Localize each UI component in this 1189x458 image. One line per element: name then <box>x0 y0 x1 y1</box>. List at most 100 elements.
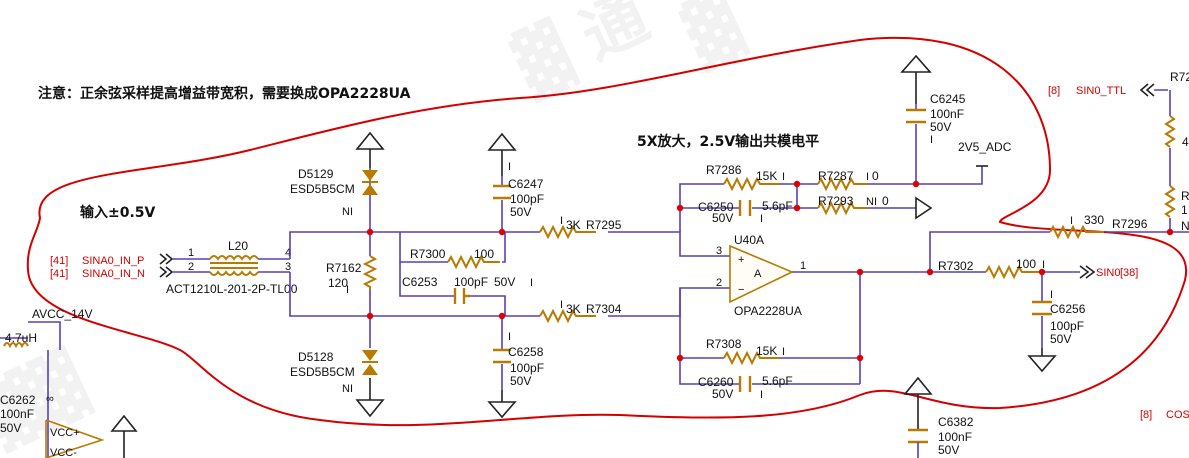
wire-in-p <box>289 231 370 317</box>
d5128-value: ESD5B5CM <box>290 365 355 379</box>
r7162-ref: R7162 <box>326 261 362 275</box>
net-ref-sin0-ttl: [8] <box>1048 85 1060 97</box>
c6245-ground-icon <box>900 54 932 104</box>
net-ref-in-n: [41] <box>50 268 68 280</box>
d5129-diode-icon <box>362 170 378 195</box>
r-right-b-opt: N <box>1181 219 1189 233</box>
net-label-sin0: SIN0 <box>1096 267 1120 279</box>
r7295-ref: R7295 <box>586 218 622 232</box>
note-gain: 5X放大，2.5V输出共模电平 <box>637 133 819 150</box>
watermark: ▓ 通 ▓ ▓▓ <box>0 0 752 455</box>
l20-choke <box>172 255 290 276</box>
c6260-voltage: 50V <box>712 387 733 401</box>
c6256-ref: C6256 <box>1050 302 1086 316</box>
c6258-capacitor-icon <box>493 348 511 364</box>
l20-part: ACT1210L-201-2P-TL00 <box>166 282 298 296</box>
net-label-sin0-ttl: SIN0_TTL <box>1076 85 1126 97</box>
r7308-value: 15K <box>756 344 777 358</box>
u40a-pin-plus-sign: + <box>738 254 744 266</box>
net-label-sina0-in-p: SINA0_IN_P <box>82 255 144 267</box>
note-input-range: 输入±0.5V <box>80 204 156 221</box>
r7162-resistor-icon <box>362 255 378 290</box>
u40a-pin-minus-sign: − <box>738 284 744 296</box>
r7304-value: 3K <box>566 302 581 316</box>
net-ref-in-p: [41] <box>50 255 68 267</box>
note-opamp-replace: 注意：正余弦采样提高增益带宽积，需要换成OPA2228UA <box>38 85 411 102</box>
r7295-opt: I <box>560 215 563 227</box>
c6262-value: 100nF <box>0 407 34 421</box>
c6258-opt: I <box>508 331 511 343</box>
svg-text:▓ 通: ▓ 通 <box>505 0 660 105</box>
c6247-voltage: 50V <box>510 205 531 219</box>
c6247-ground-icon <box>487 132 517 176</box>
r7293-opt: NI <box>866 196 877 208</box>
c6245-ref: C6245 <box>930 92 966 106</box>
c6256-capacitor-icon <box>1032 300 1052 316</box>
c6258-value: 100pF <box>510 361 544 375</box>
c6253-opt: I <box>530 277 533 289</box>
sin0-arrow-icon <box>1079 265 1096 279</box>
u-left-opamp-icon <box>45 419 105 458</box>
d5129-ref: D5129 <box>298 167 334 181</box>
net-label-2v5-adc: 2V5_ADC <box>958 140 1012 154</box>
u40a-opamp-icon <box>729 244 794 304</box>
r7162-value: 120 <box>328 276 348 290</box>
c6250-ref: C6250 <box>698 200 734 214</box>
r7293-port-icon <box>915 196 933 220</box>
r7295-resistor-icon <box>539 224 596 240</box>
c6262-opt: ∞ <box>46 393 54 405</box>
c6256-opt: I <box>1050 289 1053 301</box>
r7287-resistor-icon <box>817 176 868 192</box>
net-label-avcc: AVCC_14V <box>32 307 92 321</box>
c6262-voltage: 50V <box>0 421 21 435</box>
r7300-resistor-icon <box>447 254 500 270</box>
r7296-opt: I <box>1070 215 1073 227</box>
c6382-ground-icon <box>903 376 933 430</box>
junction-dots <box>366 180 1174 362</box>
r7287-opt: I <box>866 171 869 183</box>
c6253-voltage: 50V <box>494 275 515 289</box>
l20-ref: L20 <box>228 239 248 253</box>
c6253-ref: C6253 <box>402 275 438 289</box>
c6382-ref: C6382 <box>938 415 974 429</box>
l-avcc-value: 4.7uH <box>5 331 37 345</box>
c6382-capacitor-icon <box>908 428 928 444</box>
r7286-value: 15K <box>756 169 777 183</box>
c6256-voltage: 50V <box>1050 332 1071 346</box>
u40a-ref: U40A <box>734 233 764 247</box>
d5129-opt: NI <box>342 206 353 218</box>
u40a-pin3: 3 <box>716 245 722 257</box>
r-right-a-value: 4 <box>1182 135 1189 149</box>
svg-text:▓: ▓ <box>675 0 752 75</box>
r7293-ref: R7293 <box>818 194 854 208</box>
r7296-ref: R7296 <box>1112 217 1148 231</box>
c6382-voltage: 50V <box>938 443 959 457</box>
c6256-value: 100pF <box>1050 319 1084 333</box>
c6258-ground-icon <box>487 390 517 419</box>
r7304-ref: R7304 <box>586 302 622 316</box>
input-connector-icon <box>159 253 174 278</box>
r7286-ref: R7286 <box>706 163 742 177</box>
r-right-a-resistor-icon <box>1164 115 1176 148</box>
u40a-pin2: 2 <box>716 277 722 289</box>
l-avcc-inductor-icon <box>3 342 29 349</box>
r7286-opt: I <box>782 171 785 183</box>
c6256-ground-icon <box>1027 348 1057 373</box>
r7162-opt: I <box>346 284 349 296</box>
net-ref-cos: [8] <box>1140 409 1152 421</box>
d5128-ground-icon <box>355 378 385 418</box>
c6258-voltage: 50V <box>510 374 531 388</box>
r7296-value: 330 <box>1084 213 1104 227</box>
wire-bottom-rail <box>370 287 730 317</box>
r7302-opt: I <box>1042 259 1045 271</box>
c6250-capacitor-icon <box>738 200 752 216</box>
r7304-opt: I <box>560 299 563 311</box>
left-ground-icon <box>110 414 138 458</box>
r7302-resistor-icon <box>985 264 1044 280</box>
l20-pin3: 3 <box>285 261 291 273</box>
c6250-value: 5.6pF <box>762 199 793 213</box>
c6245-value: 100nF <box>930 107 964 121</box>
u40a-pin1: 1 <box>800 260 806 272</box>
r7304-resistor-icon <box>539 308 596 324</box>
